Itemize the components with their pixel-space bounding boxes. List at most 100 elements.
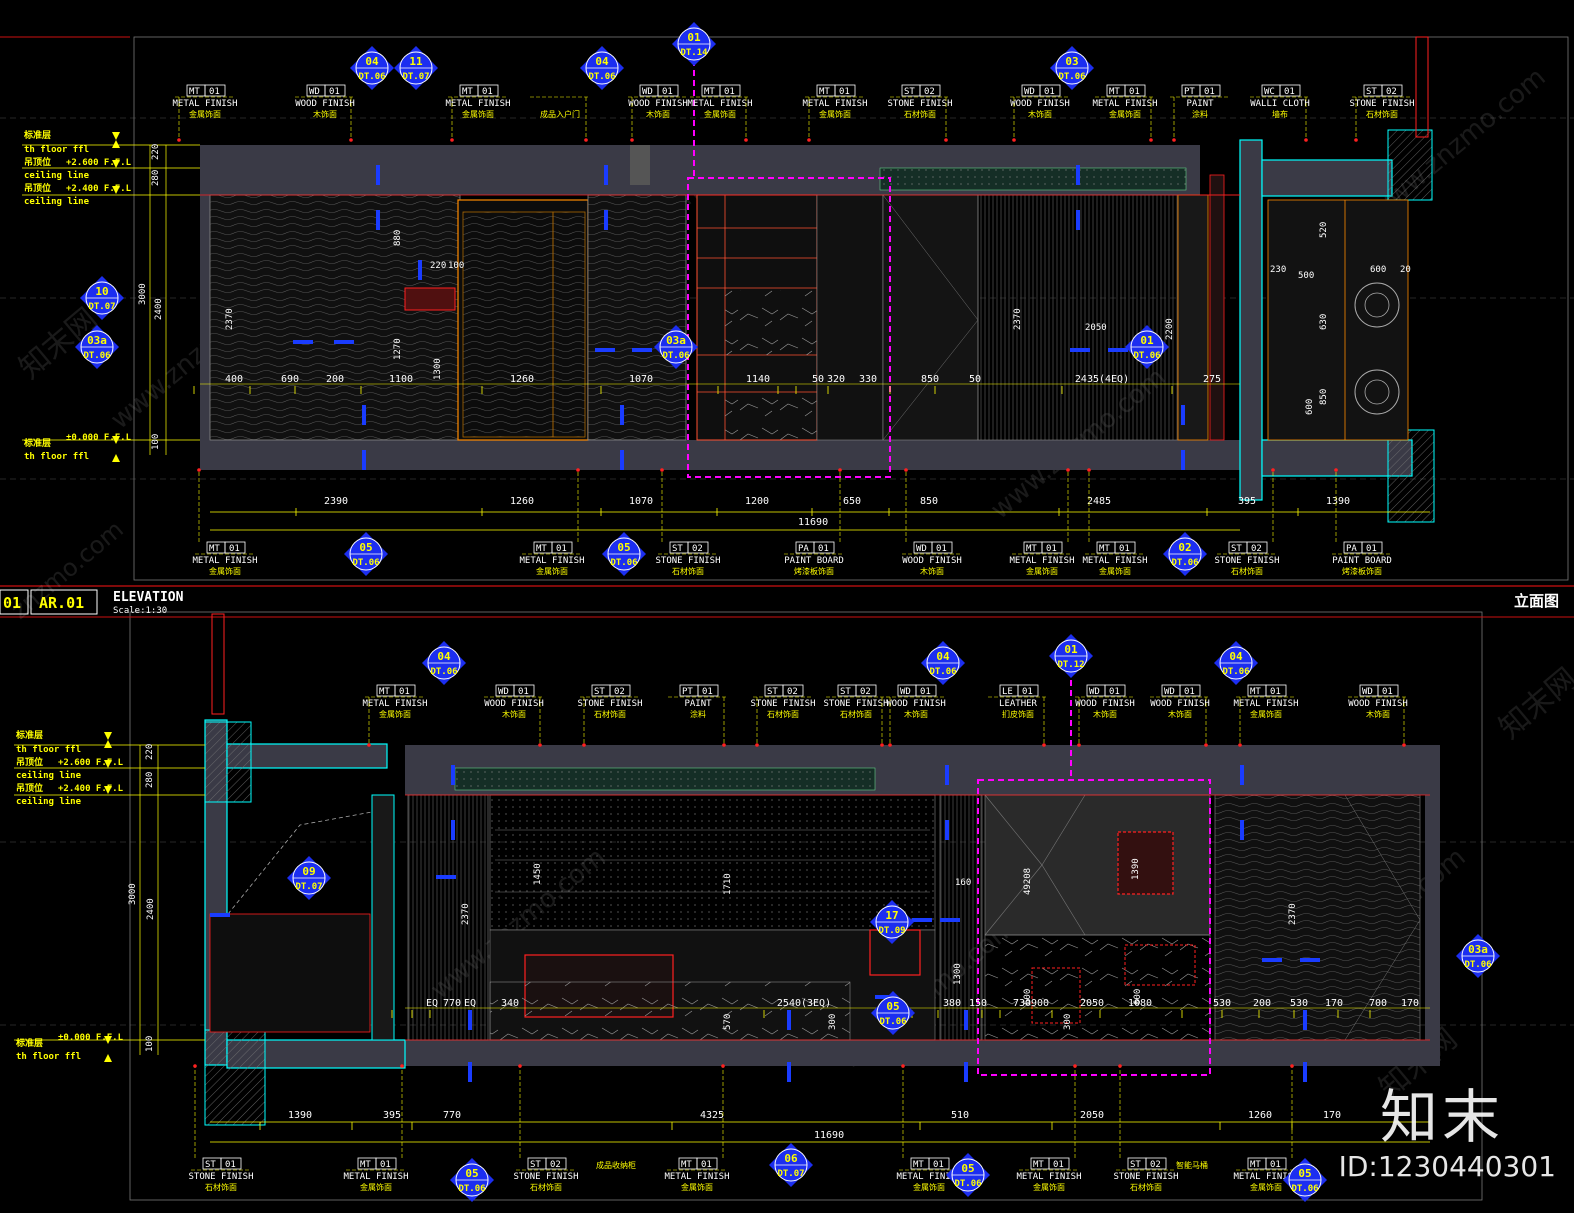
tag-code: MT bbox=[462, 87, 473, 97]
tag-leader-dot bbox=[1354, 138, 1358, 142]
tag-leader-dot bbox=[1204, 743, 1208, 747]
tag-material-cn: 金属饰面 bbox=[681, 1182, 713, 1192]
tag-code: MT bbox=[1099, 544, 1110, 554]
tag-leader-dot bbox=[721, 1064, 725, 1068]
tag-material-cn: 木饰面 bbox=[904, 709, 928, 719]
tag-material: STONE FINISH bbox=[1113, 1172, 1178, 1182]
dim-label: 1140 bbox=[746, 374, 770, 385]
bubble-sheet-ref: DT.06 bbox=[358, 72, 385, 82]
tag-leader-dot bbox=[944, 138, 948, 142]
tag-box bbox=[1048, 1157, 1070, 1170]
tag-leader-dot bbox=[1402, 743, 1406, 747]
tag-material: LEATHER bbox=[999, 699, 1038, 709]
level-legend-top: 标准层 th floor ffl 吊顶位 +2.600 F.F.L ceilin… bbox=[23, 129, 132, 462]
tag-number: 01 bbox=[1382, 687, 1393, 697]
level-label: 标准层 bbox=[15, 729, 43, 741]
tag-code: WD bbox=[916, 544, 927, 554]
dim-total: 11690 bbox=[814, 1130, 844, 1141]
tag-material: METAL FINISH bbox=[1082, 556, 1147, 566]
tag-box bbox=[477, 84, 499, 97]
level-label: 吊顶位 bbox=[16, 756, 43, 768]
dim-label: 630 bbox=[1319, 314, 1329, 330]
tag-box bbox=[394, 684, 416, 697]
dim-label: 170 bbox=[1325, 998, 1343, 1009]
tag-material-cn: 木饰面 bbox=[1366, 709, 1390, 719]
bubble-number: 05 bbox=[617, 541, 630, 554]
tag-code: LE bbox=[1002, 687, 1013, 697]
dim-label: 510 bbox=[951, 1110, 969, 1121]
dim-label: 850 bbox=[921, 374, 939, 385]
tag-box bbox=[813, 541, 835, 554]
level-label: +2.400 F.F.L bbox=[58, 784, 124, 794]
dim-label: 220 bbox=[430, 261, 446, 271]
tag-number: 02 bbox=[924, 87, 935, 97]
tag-leader-dot bbox=[1073, 1064, 1077, 1068]
tag-code: WD bbox=[309, 87, 320, 97]
bubble-number: 01 bbox=[687, 31, 701, 44]
tag-code: WD bbox=[642, 87, 653, 97]
tag-box bbox=[545, 1157, 567, 1170]
tag-leader-dot bbox=[400, 1064, 404, 1068]
dim-label: 2370 bbox=[461, 903, 471, 925]
tag-code: MT bbox=[913, 1160, 924, 1170]
dim-label: 400 bbox=[225, 374, 243, 385]
tag-material: WOOD FINISH bbox=[1150, 699, 1210, 709]
tag-number: 01 bbox=[556, 544, 567, 554]
tag-box bbox=[1377, 684, 1399, 697]
tag-material-cn: 墙布 bbox=[1272, 109, 1288, 119]
dim-label: 600 bbox=[1305, 399, 1315, 415]
tag-leader-dot bbox=[576, 468, 580, 472]
dim-label: 1200 bbox=[745, 496, 769, 507]
tag-leader-dot bbox=[1271, 468, 1275, 472]
tag-material-cn: 金属饰面 bbox=[1250, 1182, 1282, 1192]
tag-box bbox=[915, 684, 937, 697]
bubble-number: 05 bbox=[961, 1162, 974, 1175]
tag-material-cn: 石材饰面 bbox=[1366, 109, 1398, 119]
tag-material-cn: 金属饰面 bbox=[913, 1182, 945, 1192]
dim-label: 330 bbox=[859, 374, 877, 385]
tag-box bbox=[1265, 684, 1287, 697]
bubble-number: 03a bbox=[87, 334, 107, 347]
tag-leader-dot bbox=[197, 468, 201, 472]
tag-number: 01 bbox=[1022, 687, 1033, 697]
dim-label: 1080 bbox=[1128, 998, 1152, 1009]
bubble-number: 05 bbox=[1298, 1167, 1311, 1180]
tag-leader-dot bbox=[888, 743, 892, 747]
tag-material-cn: 烤漆板饰面 bbox=[794, 566, 834, 576]
tag-leader-dot bbox=[1077, 743, 1081, 747]
tag-code: WD bbox=[1164, 687, 1175, 697]
tag-number: 02 bbox=[1386, 87, 1397, 97]
tag-number: 01 bbox=[1129, 87, 1140, 97]
tag-material: WOOD FINISH bbox=[886, 699, 946, 709]
tag-material-cn: 涂料 bbox=[690, 709, 706, 719]
tag-number: 01 bbox=[1119, 544, 1130, 554]
dim-label: 600 bbox=[1133, 989, 1143, 1005]
tag-material-cn: 金属饰面 bbox=[1099, 566, 1131, 576]
watermark-text: 知末网 bbox=[1493, 661, 1574, 746]
tag-box bbox=[204, 84, 226, 97]
bubble-sheet-ref: DT.06 bbox=[1171, 558, 1198, 568]
dim-label: 220 bbox=[151, 144, 161, 160]
tag-material: METAL FINISH bbox=[343, 1172, 408, 1182]
tag-box bbox=[1145, 1157, 1167, 1170]
tag-material: METAL FINISH bbox=[192, 556, 257, 566]
tag-box bbox=[1381, 84, 1403, 97]
dim-label: 1260 bbox=[510, 496, 534, 507]
tag-material-cn: 木饰面 bbox=[646, 109, 670, 119]
tag-code: MT bbox=[360, 1160, 371, 1170]
tag-material-cn: 木饰面 bbox=[920, 566, 944, 576]
tag-code: ST bbox=[1130, 1160, 1141, 1170]
